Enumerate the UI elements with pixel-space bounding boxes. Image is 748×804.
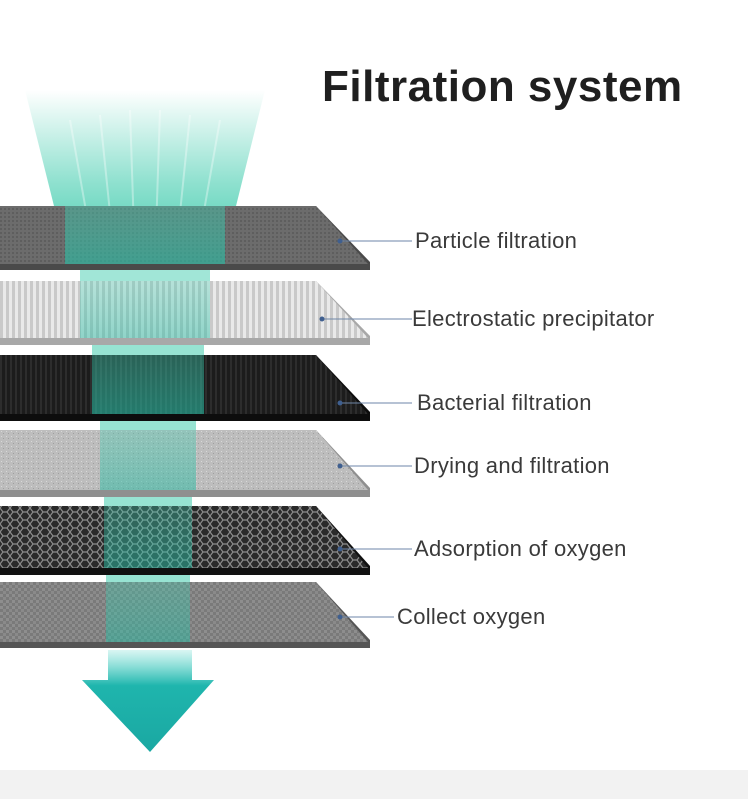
flow-gap bbox=[104, 497, 192, 507]
flow-gap bbox=[92, 345, 204, 355]
leader-dot bbox=[337, 614, 343, 620]
label-bacterial-filtration: Bacterial filtration bbox=[417, 390, 592, 415]
flow-gap bbox=[100, 421, 196, 431]
diagram-title: Filtration system bbox=[322, 62, 683, 111]
leader-dot bbox=[337, 463, 343, 469]
leader-dot bbox=[337, 238, 343, 244]
flow-segment bbox=[106, 582, 190, 642]
flow-segment bbox=[80, 281, 210, 338]
label-particle-filtration: Particle filtration bbox=[415, 228, 578, 253]
leader-dot bbox=[337, 400, 343, 406]
leader-dot bbox=[337, 546, 343, 552]
leader-lines bbox=[322, 240, 412, 618]
leader-dot bbox=[319, 316, 325, 322]
label-collect-oxygen: Collect oxygen bbox=[397, 604, 546, 629]
flow-gap bbox=[80, 270, 210, 282]
flow-segment bbox=[65, 206, 225, 264]
label-drying-and-filtration: Drying and filtration bbox=[414, 453, 610, 478]
flow-gap bbox=[106, 575, 190, 583]
flow-segment bbox=[92, 355, 204, 414]
flow-segment bbox=[104, 506, 192, 568]
label-adsorption-of-oxygen: Adsorption of oxygen bbox=[414, 536, 627, 561]
footer-band bbox=[0, 770, 748, 799]
down-arrow-icon bbox=[82, 650, 214, 752]
flow-segment bbox=[100, 430, 196, 490]
label-electrostatic-precipitator: Electrostatic precipitator bbox=[412, 306, 655, 331]
